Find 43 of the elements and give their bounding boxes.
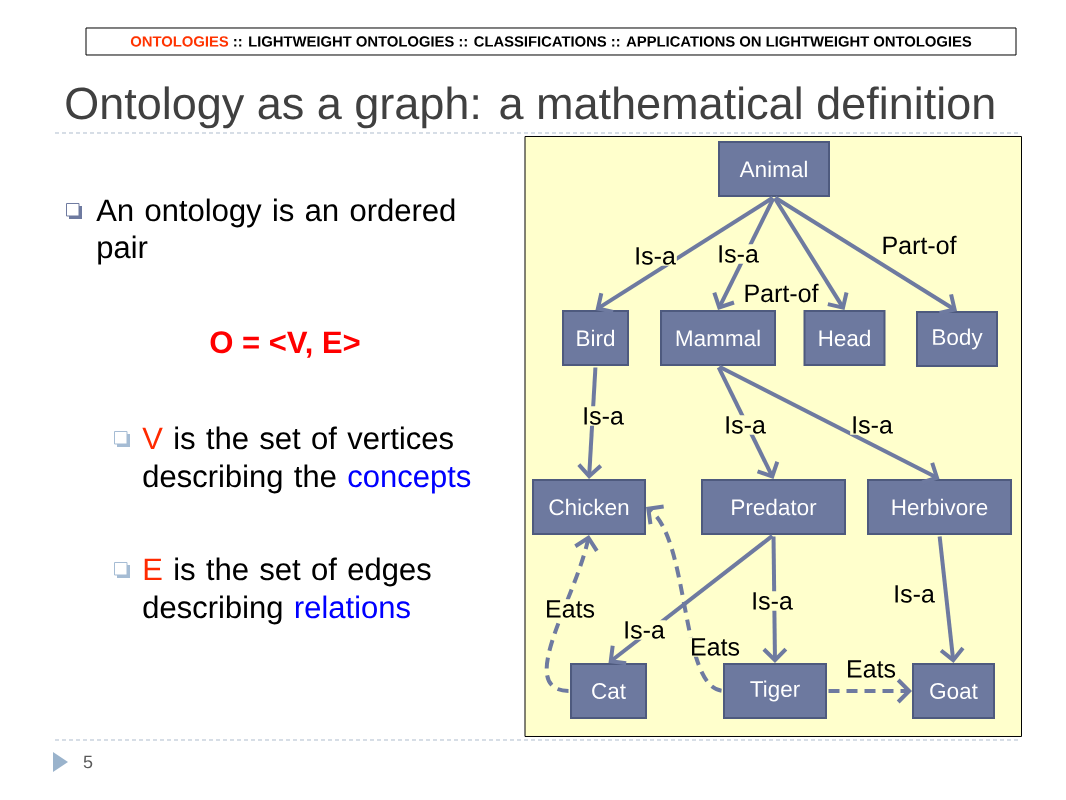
edge-label: Eats [845, 659, 897, 679]
edge-label: Is-a [723, 415, 767, 435]
concept-box: Goat [912, 663, 995, 719]
edge-label: Is-a [716, 244, 760, 264]
edge-label: Is-a [633, 246, 677, 266]
page-number: 5 [83, 755, 93, 769]
edge-label: Part-of [742, 282, 820, 304]
concept-box: Animal [718, 141, 830, 197]
edge-label: Is-a [581, 406, 625, 426]
arrow [937, 536, 965, 663]
arrow [595, 196, 774, 314]
edge-label: Is-a [850, 415, 894, 435]
arrow [716, 366, 780, 479]
arrow [646, 504, 723, 693]
concept-box: Mammal [660, 310, 776, 366]
edge-label: Eats [544, 599, 596, 619]
edge-label: Is-a [892, 584, 936, 604]
formula: O = <V, E> [210, 331, 360, 358]
arrow [544, 535, 599, 693]
edge-label: Part-of [880, 234, 958, 256]
edge-label: Eats [689, 637, 741, 657]
concept-box: Predator [701, 479, 846, 535]
breadcrumb-box: ONTOLOGIES :: LIGHTWEIGHT ONTOLOGIES :: CLASSIFICATIONS :: APPLICATIONS ON LIGHTWEIGHT ONTOLOGIES [85, 27, 1017, 56]
arrow [577, 367, 603, 479]
concept-box: Head [803, 310, 886, 366]
arrow [773, 197, 849, 310]
concept-box: Herbivore [867, 479, 1012, 535]
arrow [762, 536, 788, 663]
concept-box: Tiger [723, 663, 827, 719]
concept-box: Body [916, 311, 998, 367]
arrow [828, 678, 912, 704]
edge-label: Is-a [622, 620, 666, 640]
concept-box: Chicken [532, 479, 646, 535]
bullet-text: V is the set of vertices describing the concepts [142, 426, 471, 494]
arrow [712, 197, 776, 310]
edge-label: Is-a [750, 591, 794, 611]
concept-box: Bird [562, 310, 629, 366]
arrow [774, 196, 957, 315]
slide-title: Ontology as a graph: a mathematical definition [66, 86, 994, 129]
arrow [608, 534, 774, 666]
bullet-text: An ontology is an ordered pair [96, 198, 455, 265]
concept-box: Cat [570, 663, 647, 719]
bullet-text: E is the set of edges describing relations [143, 557, 431, 625]
